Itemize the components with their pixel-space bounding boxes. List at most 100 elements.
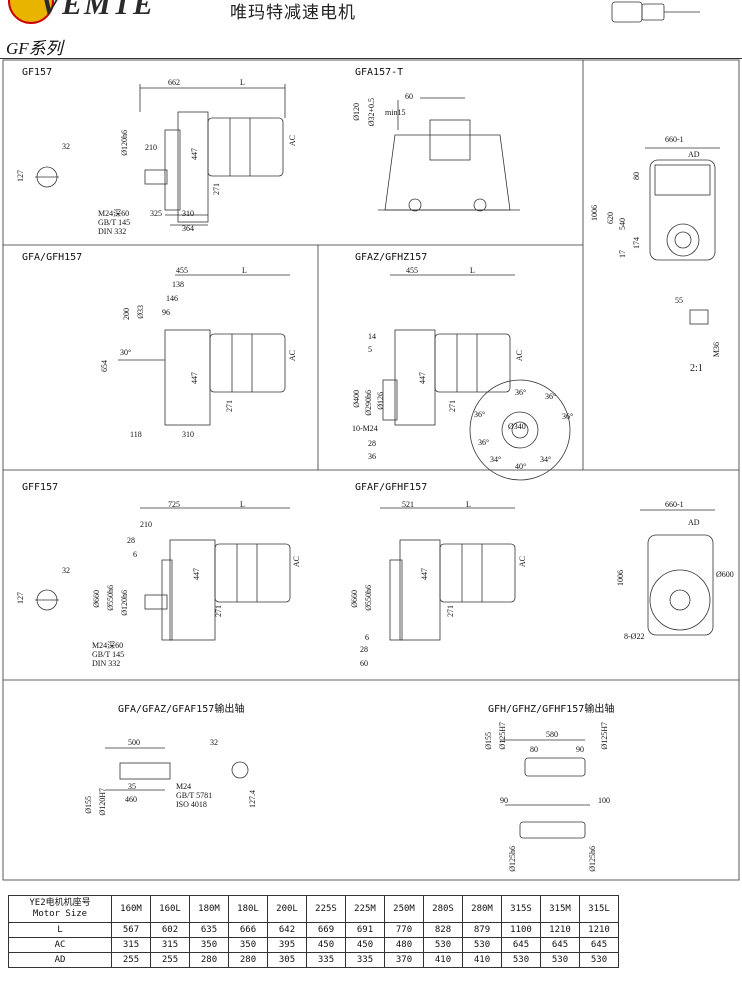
table-cell: 370 (384, 952, 424, 968)
dim-sa-32: 32 (210, 738, 218, 747)
dim-gfaf-447: 447 (420, 568, 429, 580)
table-cell: 305 (267, 952, 307, 968)
motor-size-cell: 280M (462, 895, 502, 923)
end-view-mid (640, 509, 715, 636)
dim-gff-660: Ø660 (92, 590, 101, 608)
dim-rm-1006: 1006 (616, 570, 625, 586)
dim-127: 127 (16, 170, 25, 182)
table-cell: 1210 (540, 922, 580, 938)
dim-gfa-033: Ø33 (136, 305, 145, 319)
motor-size-cell: 180M (189, 895, 229, 923)
table-cell: 879 (462, 922, 502, 938)
dim-gfaf-60: 60 (360, 659, 368, 668)
table-cell: 480 (384, 937, 424, 953)
dim-gfa-AC: AC (288, 350, 297, 362)
dim-gfaz-14: 14 (368, 332, 376, 341)
table-cell: 410 (423, 952, 463, 968)
dim-gfaz-126: Ø126 (376, 392, 385, 410)
page-header: VEMTE 唯玛特减速电机 (0, 0, 742, 30)
motor-size-cell: 160L (150, 895, 190, 923)
output-shaft-h (500, 739, 590, 839)
dim-gfa-455: 455 (176, 266, 188, 275)
gff-center-note: M24深60 GB/T 145 DIN 332 (92, 641, 125, 668)
dim-210: 210 (145, 143, 157, 152)
table-cell: 530 (540, 952, 580, 968)
table-cell: 315 (150, 937, 190, 953)
table-cell: 335 (306, 952, 346, 968)
table-cell: 350 (228, 937, 268, 953)
dim-gfa-30deg: 30° (120, 348, 132, 357)
dim-rt-174: 174 (632, 237, 641, 249)
dim-sa-500: 500 (128, 738, 140, 747)
dim-gfa-447: 447 (190, 372, 199, 384)
dim-gfaz-ang-f: 34° (490, 455, 502, 464)
panel-title-gfa: GFA/GFH157 (22, 252, 83, 263)
dim-gff-L: L (240, 500, 245, 509)
table-cell: 350 (189, 937, 229, 953)
dim-sh-125d: Ø125h6 (588, 846, 597, 872)
panel-title-gfa157t: GFA157-T (355, 67, 404, 78)
dim-gff-725: 725 (168, 500, 180, 509)
panel-title-gfaf: GFAF/GFHF157 (355, 482, 428, 493)
motor-size-cell: 180L (228, 895, 268, 923)
dim-662: 662 (168, 78, 180, 87)
dim-rt-620: 620 (606, 212, 615, 224)
table-cell: 669 (306, 922, 346, 938)
panel-title-shaft-h: GFH/GFHZ/GFHF157输出轴 (488, 704, 615, 715)
dim-gfaz-455: 455 (406, 266, 418, 275)
dim-gff-120: Ø120h6 (120, 590, 129, 616)
dim-gfaz-400: Ø400 (352, 390, 361, 408)
dim-gfaz-271: 271 (448, 400, 457, 412)
brand-chinese-name: 唯玛特减速电机 (230, 3, 356, 23)
dim-gff-127: 127 (16, 592, 25, 604)
dim-sh-125c: Ø125h6 (508, 846, 517, 872)
dim-gfa-138: 138 (172, 280, 184, 289)
dim-sh-90b: 90 (500, 796, 508, 805)
dim-gff-550: Ø550h6 (106, 585, 115, 611)
dim-gfaf-660: Ø660 (350, 590, 359, 608)
table-cell: 530 (462, 937, 502, 953)
dim-gfaz-ang-c: 36° (562, 412, 574, 421)
dim-rm-AD: AD (688, 518, 700, 527)
dim-gfaz-ang-d: 36° (474, 410, 486, 419)
dim-rt-80: 80 (632, 172, 641, 180)
dim-gfaf-521: 521 (402, 500, 414, 509)
table-cell: 450 (345, 937, 385, 953)
dim-t-60: 60 (405, 92, 413, 101)
motor-size-cell: 315S (501, 895, 541, 923)
dim-gfa-654: 654 (100, 360, 109, 372)
table-cell: 666 (228, 922, 268, 938)
dim-gfa-271: 271 (225, 400, 234, 412)
dim-gfaz-pcd: Ø340 (508, 422, 526, 431)
scale-ratio: 2:1 (690, 363, 703, 374)
dim-gfaz-5: 5 (368, 345, 372, 354)
dim-rt-M36: M36 (712, 342, 721, 358)
gff-gearmotor (35, 507, 291, 641)
motor-size-cell: 160M (111, 895, 151, 923)
dim-gfa-118: 118 (130, 430, 142, 439)
table-cell: 335 (345, 952, 385, 968)
dim-271: 271 (212, 183, 221, 195)
table-cell: 635 (189, 922, 229, 938)
dim-sa-120: Ø120H7 (98, 788, 107, 816)
dim-120: Ø120h6 (120, 130, 129, 156)
table-cell: 645 (501, 937, 541, 953)
dim-sh-125b: Ø125H7 (600, 722, 609, 750)
row-label: L (8, 922, 112, 938)
panel-title-gff: GFF157 (22, 482, 59, 493)
gfa-gearmotor (118, 274, 290, 426)
panel-title-gfaz: GFAZ/GFHZ157 (355, 252, 428, 263)
gfaz-gearmotor (382, 274, 571, 481)
dim-gfaf-AC: AC (518, 556, 527, 568)
thumbnail-gearmotor (611, 1, 700, 23)
dim-32: 32 (62, 142, 70, 151)
dim-rt-17: 17 (618, 250, 627, 258)
dim-gfaz-ang-e: 36° (478, 438, 490, 447)
dim-sa-155: Ø155 (84, 796, 93, 814)
dim-rt-AD: AD (688, 150, 700, 159)
output-shaft-a (105, 747, 249, 791)
table-cell: 255 (150, 952, 190, 968)
